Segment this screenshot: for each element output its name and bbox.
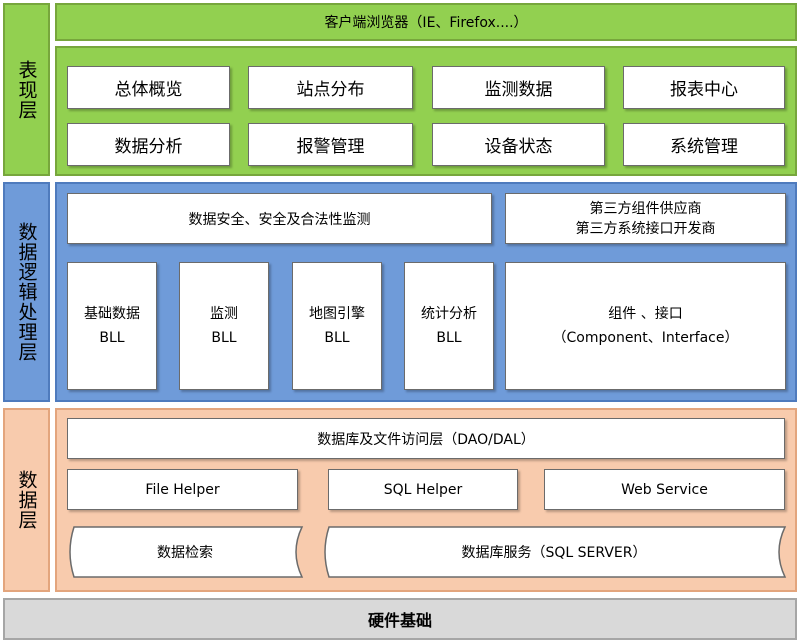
hardware-label: 硬件基础 bbox=[367, 611, 432, 630]
sql-helper-box: SQL Helper bbox=[328, 469, 518, 510]
bll-map-engine: 地图引擎 BLL bbox=[292, 262, 382, 390]
bll-monitoring-line2: BLL bbox=[211, 330, 237, 346]
data-layer-label: 数据层 bbox=[15, 470, 38, 530]
bll-monitoring-line1: 监测 bbox=[210, 306, 238, 322]
module-device-status[interactable]: 设备状态 bbox=[432, 123, 605, 166]
module-system-management-label: 系统管理 bbox=[670, 137, 738, 157]
db-service-scroll-shape bbox=[324, 526, 787, 578]
third-party-line2: 第三方系统接口开发商 bbox=[575, 220, 716, 237]
module-system-management[interactable]: 系统管理 bbox=[623, 123, 785, 166]
bll-map-engine-line2: BLL bbox=[324, 330, 350, 346]
logic-layer-label: 数据逻辑处理层 bbox=[15, 222, 38, 362]
module-report-center[interactable]: 报表中心 bbox=[623, 66, 785, 109]
module-monitoring-data-label: 监测数据 bbox=[484, 80, 553, 100]
data-search-scroll: 数据检索 bbox=[66, 522, 304, 582]
component-interface-line2: （Component、Interface） bbox=[552, 330, 739, 346]
dal-box: 数据库及文件访问层（DAO/DAL） bbox=[67, 418, 785, 459]
module-monitoring-data[interactable]: 监测数据 bbox=[432, 66, 605, 109]
data-security-box: 数据安全、安全及合法性监测 bbox=[67, 193, 492, 244]
bll-statistics: 统计分析 BLL bbox=[404, 262, 494, 390]
data-search-scroll-shape bbox=[69, 526, 304, 578]
module-report-center-label: 报表中心 bbox=[670, 80, 738, 100]
data-security-label: 数据安全、安全及合法性监测 bbox=[188, 211, 371, 228]
third-party-box: 第三方组件供应商 第三方系统接口开发商 bbox=[505, 193, 786, 244]
module-site-distribution-label: 站点分布 bbox=[296, 80, 365, 100]
bll-basic-data-line1: 基础数据 bbox=[84, 306, 140, 322]
bll-basic-data: 基础数据 BLL bbox=[67, 262, 157, 390]
component-interface-box: 组件 、接口 （Component、Interface） bbox=[505, 262, 786, 390]
sql-helper-label: SQL Helper bbox=[383, 481, 463, 498]
component-interface-line1: 组件 、接口 bbox=[608, 306, 683, 322]
browser-bar-text: 客户端浏览器（IE、Firefox....） bbox=[324, 15, 528, 31]
module-overview[interactable]: 总体概览 bbox=[67, 66, 230, 109]
module-site-distribution[interactable]: 站点分布 bbox=[248, 66, 413, 109]
db-service-text-wrap: 数据库服务（SQL SERVER） bbox=[321, 522, 787, 582]
bll-statistics-line2: BLL bbox=[436, 330, 462, 346]
module-alarm-management-label: 报警管理 bbox=[296, 137, 365, 157]
browser-bar: 客户端浏览器（IE、Firefox....） bbox=[55, 3, 797, 41]
bll-monitoring: 监测 BLL bbox=[179, 262, 269, 390]
data-search-label: 数据检索 bbox=[157, 545, 213, 561]
file-helper-label: File Helper bbox=[145, 481, 220, 498]
third-party-line1: 第三方组件供应商 bbox=[589, 200, 702, 217]
presentation-layer-label: 表现层 bbox=[15, 59, 38, 120]
presentation-layer-label-panel: 表现层 bbox=[3, 3, 50, 176]
db-service-label: 数据库服务（SQL SERVER） bbox=[461, 545, 647, 561]
module-overview-label: 总体概览 bbox=[114, 80, 183, 100]
hardware-bar: 硬件基础 bbox=[3, 598, 797, 640]
db-service-scroll: 数据库服务（SQL SERVER） bbox=[321, 522, 787, 582]
module-alarm-management[interactable]: 报警管理 bbox=[248, 123, 413, 166]
logic-layer-label-panel: 数据逻辑处理层 bbox=[3, 182, 50, 402]
dal-label: 数据库及文件访问层（DAO/DAL） bbox=[317, 431, 535, 448]
bll-statistics-line1: 统计分析 bbox=[421, 306, 477, 322]
bll-basic-data-line2: BLL bbox=[99, 330, 125, 346]
data-layer-label-panel: 数据层 bbox=[3, 408, 50, 592]
bll-map-engine-line1: 地图引擎 bbox=[309, 306, 365, 322]
web-service-box: Web Service bbox=[544, 469, 785, 510]
web-service-label: Web Service bbox=[621, 481, 708, 498]
data-search-text-wrap: 数据检索 bbox=[66, 522, 304, 582]
module-data-analysis-label: 数据分析 bbox=[114, 137, 183, 157]
module-device-status-label: 设备状态 bbox=[484, 137, 553, 157]
module-data-analysis[interactable]: 数据分析 bbox=[67, 123, 230, 166]
file-helper-box: File Helper bbox=[67, 469, 298, 510]
